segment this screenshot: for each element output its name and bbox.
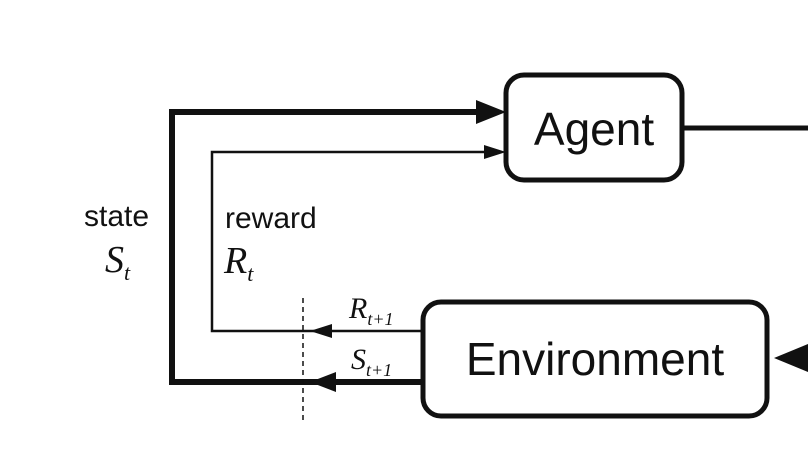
reward-arrowhead xyxy=(484,145,506,159)
next-reward-arrowhead xyxy=(310,324,332,338)
environment-label: Environment xyxy=(466,333,724,385)
next-state-arrowhead xyxy=(310,372,336,392)
reward-word-label: reward xyxy=(225,202,317,235)
next-reward-symbol: Rt+1 xyxy=(348,292,393,329)
environment-node: Environment xyxy=(420,299,770,419)
action-edge-in-arrowhead xyxy=(774,344,808,372)
state-edge xyxy=(169,100,506,392)
reward-edge xyxy=(210,145,506,338)
agent-node: Agent xyxy=(503,72,685,183)
agent-label: Agent xyxy=(534,103,654,155)
state-symbol: St xyxy=(105,239,131,285)
state-arrowhead xyxy=(476,100,506,124)
next-state-symbol: St+1 xyxy=(351,343,392,380)
environment-box xyxy=(420,299,770,419)
state-word-label: state xyxy=(84,200,149,233)
reward-symbol: Rt xyxy=(223,240,254,286)
